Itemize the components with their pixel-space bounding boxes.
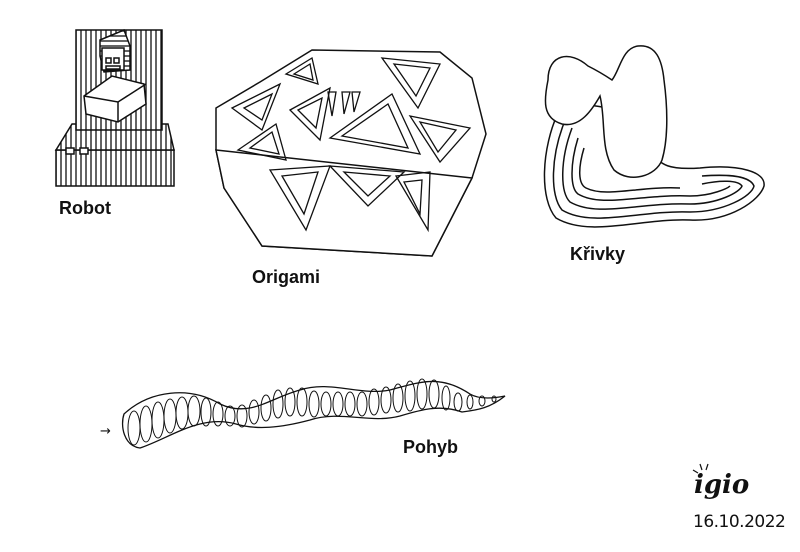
pohyb-drawing bbox=[121, 378, 506, 449]
artist-signature: igio bbox=[694, 470, 750, 500]
signature-date: 16.10.2022 bbox=[693, 512, 786, 532]
robot-drawing bbox=[54, 29, 175, 187]
origami-drawing bbox=[215, 49, 487, 257]
krivky-label: Křivky bbox=[570, 244, 626, 264]
signature-sparkle-icon bbox=[692, 463, 709, 474]
pohyb-label: Pohyb bbox=[403, 437, 459, 457]
arrow-right-icon: → bbox=[100, 424, 111, 439]
robot-label: Robot bbox=[59, 198, 111, 218]
krivky-drawing bbox=[543, 45, 765, 228]
origami-label: Origami bbox=[252, 267, 321, 287]
